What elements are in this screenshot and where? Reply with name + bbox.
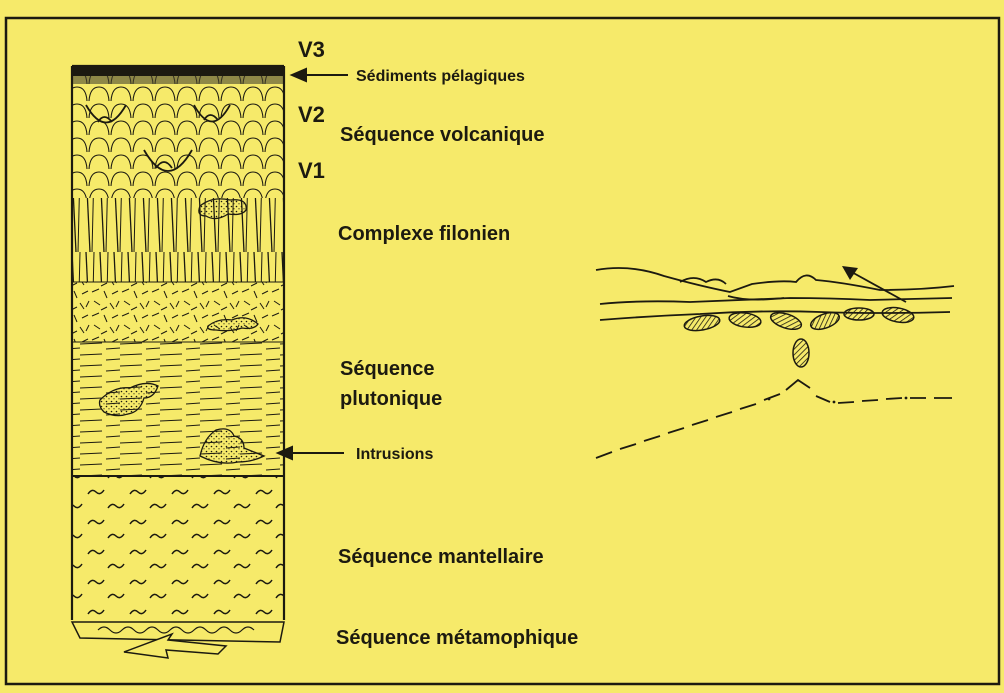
plutonic-sequence-label-2: plutonique: [340, 388, 442, 410]
metamorphic-sole-layer: [72, 622, 284, 642]
dike-complex-label: Complexe filonien: [338, 223, 510, 245]
pelagic-sediment-layer: [72, 66, 284, 76]
plutonic-sequence-label-1: Séquence: [340, 358, 434, 380]
mantle-sequence-label: Séquence mantellaire: [338, 546, 544, 568]
v1-marker: V1: [298, 158, 325, 183]
isotropic-gabbro-layer: [72, 282, 284, 342]
v3-marker: V3: [298, 37, 325, 62]
ophiolite-column: [72, 66, 284, 658]
intrusions-label: Intrusions: [356, 446, 433, 463]
pillow-lava-layer: [72, 76, 284, 198]
ridge-cross-section-sketch: [596, 266, 954, 458]
magma-lenses: [683, 305, 915, 367]
sediments-label: Sédiments pélagiques: [356, 68, 525, 85]
volcanic-sequence-label: Séquence volcanique: [340, 124, 545, 146]
v2-marker: V2: [298, 102, 325, 127]
mantle-peridotite-layer: [72, 476, 284, 622]
metamorphic-sequence-label: Séquence métamophique: [336, 627, 578, 649]
sheeted-dike-layer: [72, 198, 284, 282]
